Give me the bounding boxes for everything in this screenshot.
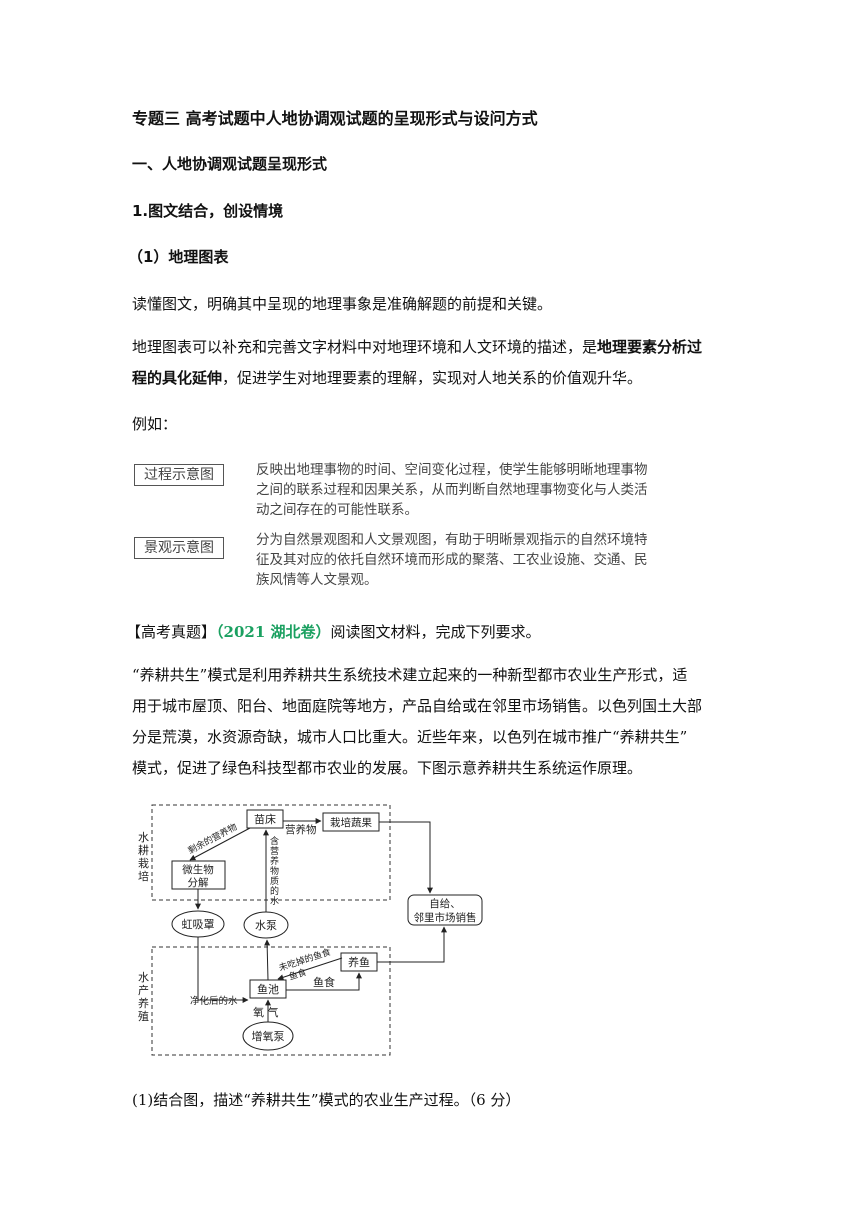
zone-char: 栽 — [138, 857, 149, 870]
wn-char: 养 — [270, 855, 279, 867]
section-heading-3: （1）地理图表 — [128, 248, 229, 266]
water-nutrients-label: 含 营 养 物 质 的 水 — [270, 835, 279, 907]
section-heading-1: 一、人地协调观试题呈现形式 — [132, 155, 328, 173]
paragraph-2-line-1: 地理图表可以补充和完善文字材料中对地理环境和人文环境的描述，是地理要素分析过 — [132, 336, 702, 357]
material-line-4: 模式，促进了绿色科技型都市农业的发展。下图示意养耕共生系统运作原理。 — [132, 759, 643, 777]
microbe-label-1: 微生物 — [182, 863, 214, 876]
fish-feed-label: 鱼食 — [313, 975, 335, 989]
desc-line: 动之间存在的可能性联系。 — [256, 502, 418, 518]
wn-char: 的 — [270, 885, 279, 897]
paragraph-2-text-cont: ，促进学生对地理要素的理解，实现对人地关系的价值观升华。 — [222, 369, 643, 387]
wn-char: 含 — [270, 835, 279, 847]
zone-char: 殖 — [138, 1010, 149, 1023]
wn-char: 质 — [270, 875, 279, 887]
question-instruction: 阅读图文材料，完成下列要求。 — [330, 623, 541, 641]
pond-label: 鱼池 — [257, 982, 279, 996]
wn-char: 水 — [270, 895, 279, 907]
zone-char: 水 — [138, 831, 149, 844]
hydroponics-zone-label: 水 耕 栽 培 — [138, 831, 149, 883]
zone-char: 产 — [138, 983, 149, 997]
nutrients-label: 营养物 — [285, 823, 317, 836]
landscape-diagram-label: 景观示意图 — [134, 537, 224, 559]
desc-line: 反映出地理事物的时间、空间变化过程，使学生能够明晰地理事物 — [256, 462, 648, 478]
material-line-2: 用于城市屋顶、阳台、地面庭院等地方，产品自给或在邻里市场销售。以色列国土大部 — [132, 697, 703, 715]
desc-line: 征及其对应的依托自然环境而形成的聚落、工农业设施、交通、民 — [256, 552, 648, 568]
fish-label: 养鱼 — [348, 955, 370, 969]
desc-line: 之间的联系过程和因果关系，从而判断自然地理事物变化与人类活 — [256, 482, 648, 498]
pump-label: 水泵 — [255, 919, 277, 932]
aquaculture-zone-label: 水 产 养 殖 — [138, 971, 149, 1023]
market-label-2: 邻里市场销售 — [414, 911, 477, 924]
seedbed-box — [246, 809, 284, 829]
microbe-box — [171, 860, 226, 890]
material-line-3: 分是荒漠，水资源奇缺，城市人口比重大。近些年来，以色列在城市推广“养耕共生” — [132, 728, 688, 746]
aquaculture-zone — [151, 946, 391, 1056]
zone-char: 养 — [138, 996, 149, 1010]
question-tag: 【高考真题】 — [126, 623, 217, 641]
paragraph-2-text: 地理图表可以补充和完善文字材料中对地理环境和人文环境的描述，是 — [132, 338, 598, 356]
example-label: 例如： — [132, 415, 178, 433]
zone-char: 耕 — [138, 843, 149, 857]
leftover-nutrients-label: 剩余的营养物 — [186, 821, 239, 857]
seedbed-label: 苗床 — [254, 812, 276, 826]
wn-char: 营 — [270, 845, 279, 857]
aquaponics-diagram: 水 耕 栽 培 水 产 养 殖 苗床 栽培蔬果 微生物 分解 虹吸罩 水泵 自给… — [138, 804, 483, 1056]
wn-char: 物 — [270, 865, 279, 877]
page-title: 专题三 高考试题中人地协调观试题的呈现形式与设问方式 — [132, 109, 538, 128]
paragraph-2-line-2: 程的具化延伸，促进学生对地理要素的理解，实现对人地关系的价值观升华。 — [132, 367, 642, 388]
sub-question-1: (1)结合图，描述“养耕共生”模式的农业生产过程。（6 分） — [132, 1091, 521, 1109]
desc-line: 分为自然景观图和人文景观图，有助于明晰景观指示的自然环境特 — [256, 532, 648, 548]
figure-type-table: 过程示意图 反映出地理事物的时间、空间变化过程，使学生能够明晰地理事物 之间的联… — [134, 458, 734, 588]
question-source: （2021 湖北卷） — [216, 623, 331, 641]
process-diagram-description: 反映出地理事物的时间、空间变化过程，使学生能够明晰地理事物 之间的联系过程和因果… — [256, 460, 726, 520]
paragraph-1: 读懂图文，明确其中呈现的地理事象是准确解题的前提和关键。 — [132, 295, 553, 313]
oxygen-label: 氧 气 — [253, 1005, 279, 1019]
vegetables-label: 栽培蔬果 — [330, 816, 372, 829]
material-line-1: “养耕共生”模式是利用养耕共生系统技术建立起来的一种新型都市农业生产形式，适 — [132, 666, 688, 684]
zone-char: 水 — [138, 971, 149, 984]
microbe-label-2: 分解 — [188, 876, 209, 889]
section-heading-2: 1.图文结合，创设情境 — [132, 202, 284, 220]
question-header: 【高考真题】（2021 湖北卷）阅读图文材料，完成下列要求。 — [126, 621, 541, 642]
siphon-label: 虹吸罩 — [182, 918, 215, 931]
oxygen-pump-label: 增氧泵 — [252, 1029, 285, 1043]
purified-water-label: 净化后的水 — [190, 995, 238, 1007]
paragraph-2-bold-cont: 程的具化延伸 — [132, 369, 223, 387]
zone-char: 培 — [138, 869, 149, 883]
landscape-diagram-description: 分为自然景观图和人文景观图，有助于明晰景观指示的自然环境特 征及其对应的依托自然… — [256, 530, 726, 590]
desc-line: 族风情等人文景观。 — [256, 572, 378, 588]
market-label-1: 自给、 — [429, 897, 461, 910]
flow-arrows — [189, 818, 447, 1022]
paragraph-2-bold: 地理要素分析过 — [597, 338, 703, 356]
market-box — [407, 894, 483, 926]
hydroponics-zone — [151, 804, 391, 901]
process-diagram-label: 过程示意图 — [134, 464, 224, 486]
